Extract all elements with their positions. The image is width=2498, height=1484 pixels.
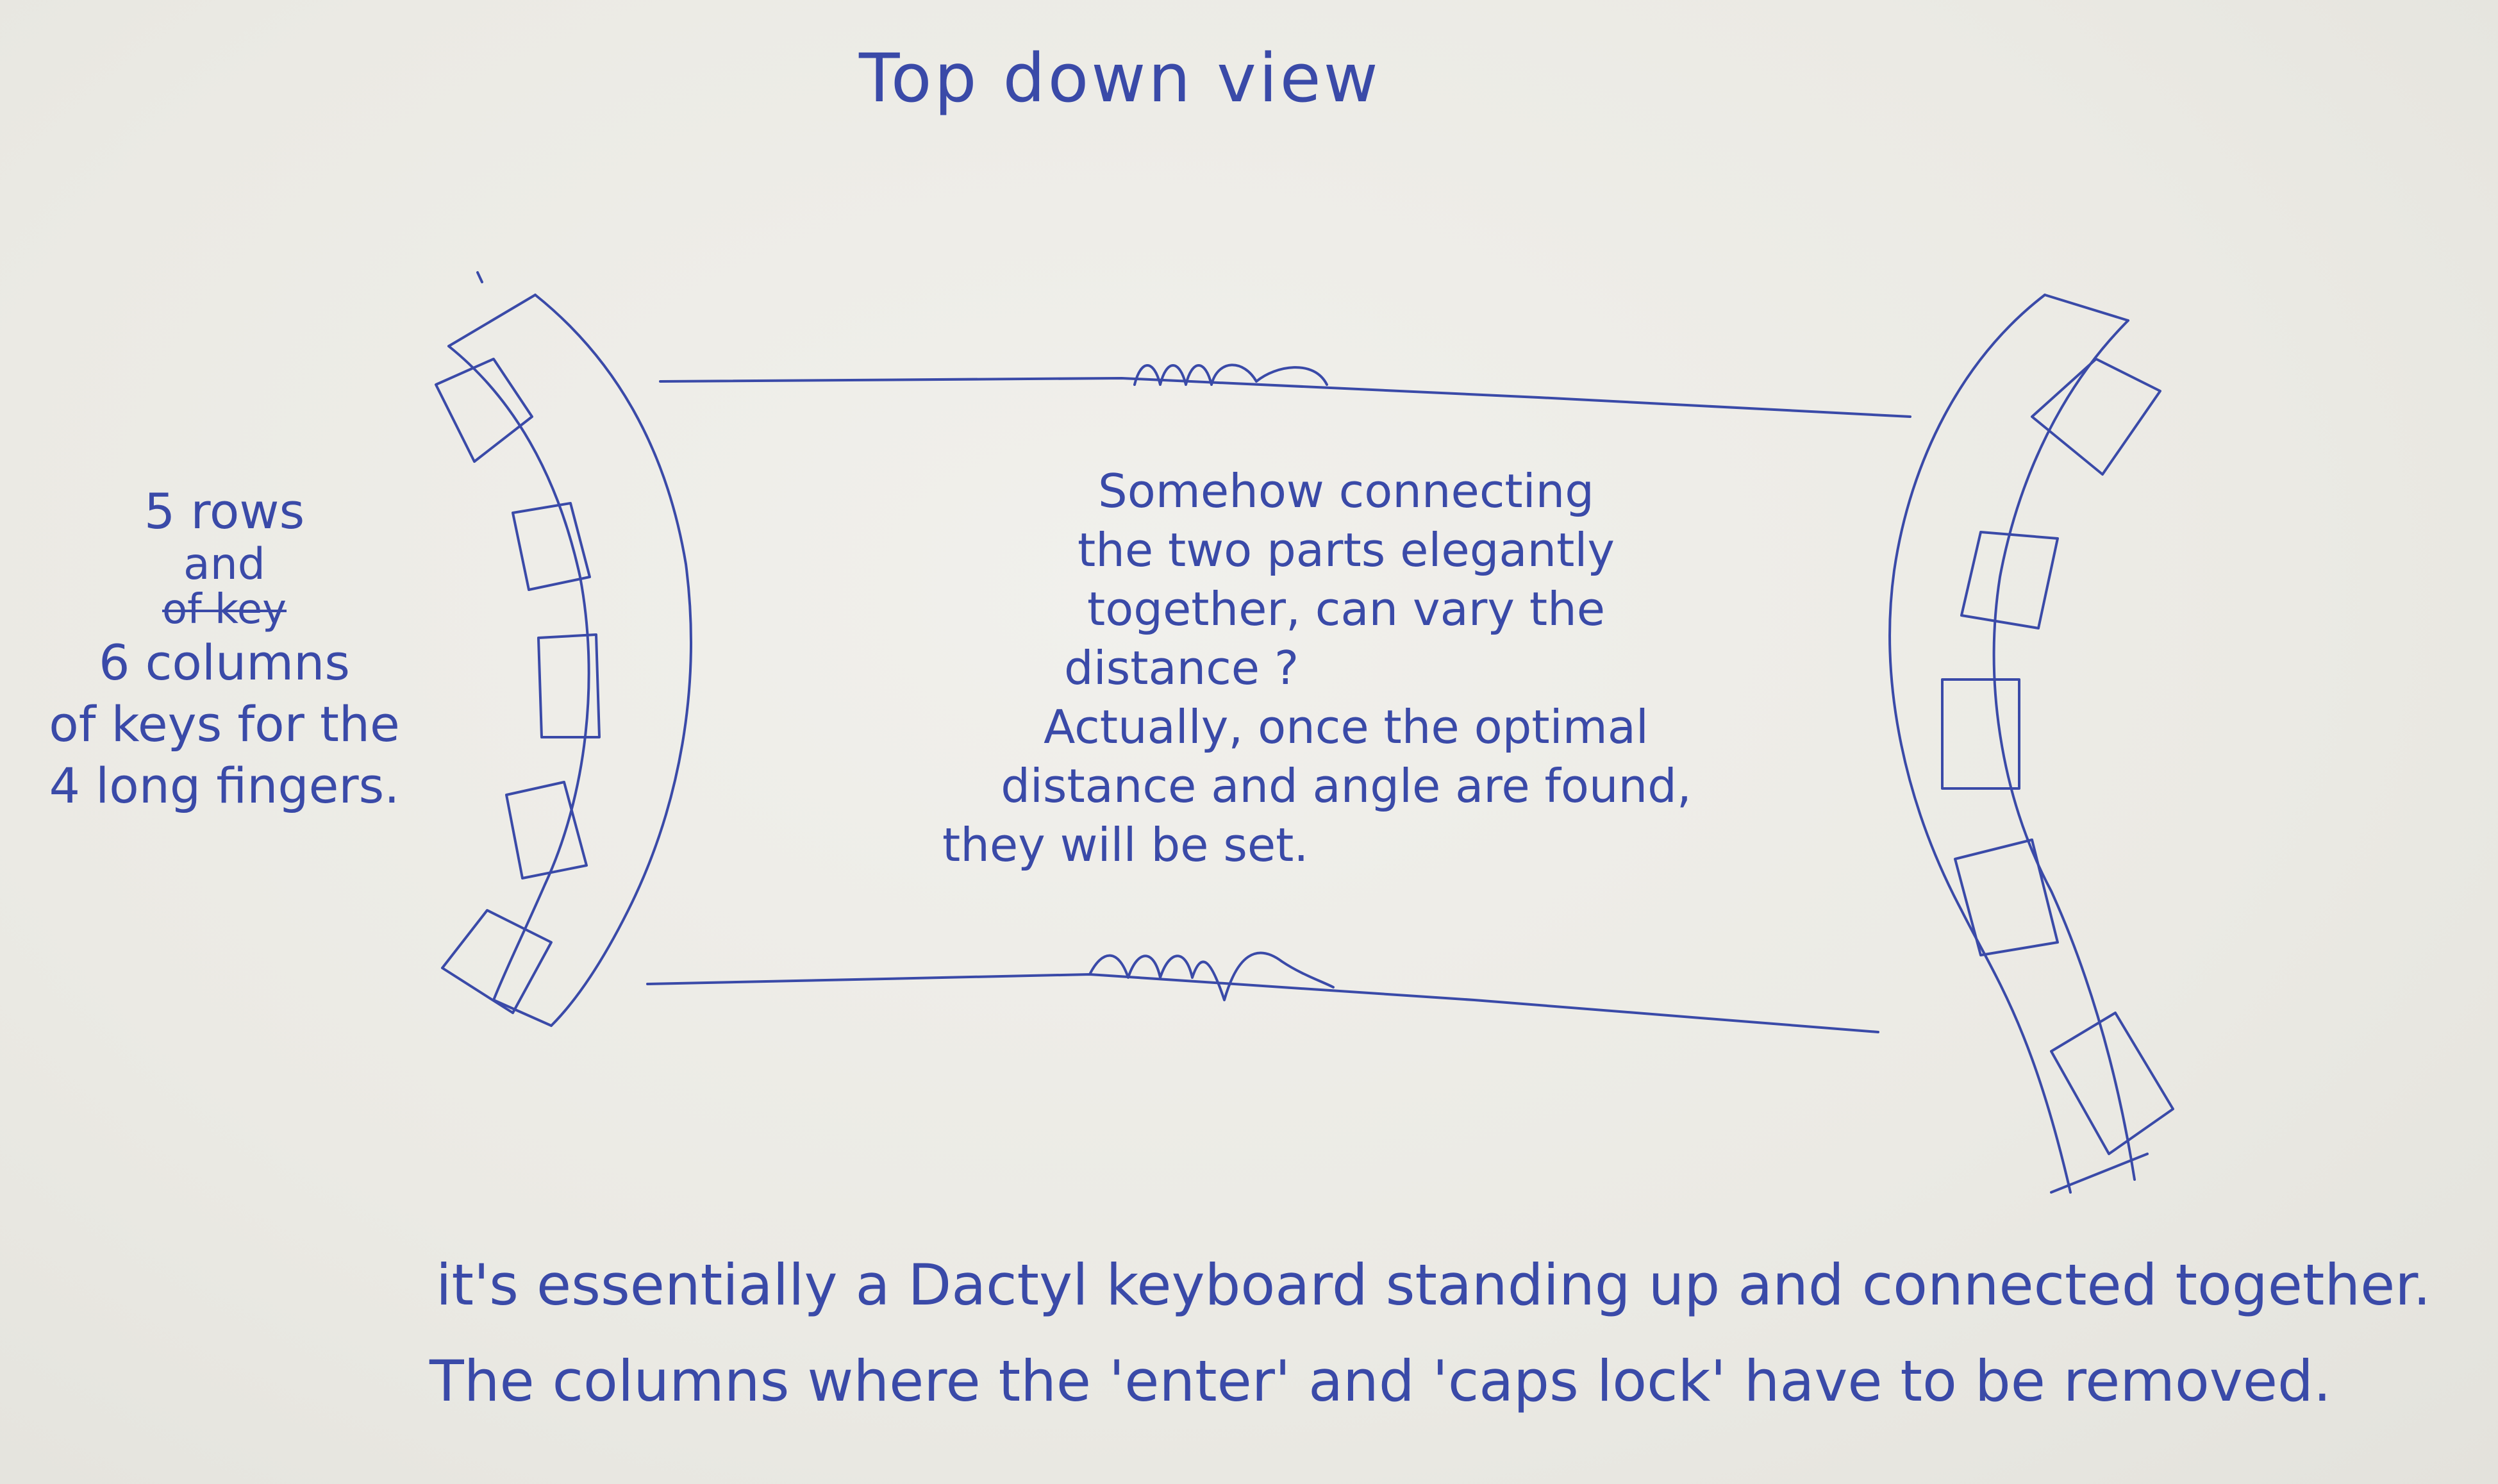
right-arc-inner	[1992, 319, 2136, 1181]
center-note-line-6: distance and angle are found,	[1001, 759, 1692, 813]
connector	[646, 363, 1911, 1033]
right-keyboard-half	[1888, 294, 2174, 1194]
left-key-1	[435, 358, 533, 463]
right-key-2	[1960, 531, 2059, 629]
connector-top-spring	[1133, 363, 1328, 386]
left-note-line-2: and	[183, 539, 265, 590]
page-title: Top down view	[859, 39, 1381, 117]
right-key-3	[1941, 678, 2020, 790]
right-key-1	[2031, 358, 2161, 476]
center-note-line-4: distance ?	[1064, 641, 1299, 695]
left-key-4	[505, 781, 588, 880]
connector-top-line	[659, 377, 1911, 418]
left-key-2	[512, 502, 591, 591]
left-note-line-5: of keys for the	[49, 696, 400, 753]
left-scribble	[476, 271, 483, 283]
bottom-note-line-1: it's essentially a Dactyl keyboard stand…	[436, 1252, 2431, 1318]
right-arc-bottom-cap	[2050, 1153, 2149, 1194]
left-note-line-1: 5 rows	[144, 483, 305, 540]
left-note-struck-line: of key	[162, 586, 287, 633]
center-note-line-2: the two parts elegantly	[1077, 523, 1615, 577]
left-arc-inner	[447, 345, 590, 1001]
connector-bottom-spring	[1088, 951, 1335, 1001]
center-note: Somehow connecting the two parts elegant…	[929, 462, 1763, 874]
left-arc-bottom-cap	[492, 999, 553, 1027]
right-key-4	[1954, 838, 2059, 956]
center-note-line-1: Somehow connecting	[1098, 464, 1594, 518]
connector-bottom-line	[646, 973, 1879, 1033]
center-note-line-5: Actually, once the optimal	[1044, 700, 1649, 754]
right-key-5	[2050, 1012, 2174, 1155]
center-note-line-3: together, can vary the	[1087, 582, 1606, 636]
bottom-note-line-2: The columns where the 'enter' and 'caps …	[429, 1348, 2331, 1414]
left-note-line-6: 4 long fingers.	[49, 757, 400, 814]
left-note-line-4: 6 columns	[99, 634, 350, 691]
right-arc-outer	[1888, 294, 2072, 1194]
bottom-note: it's essentially a Dactyl keyboard stand…	[429, 1237, 2431, 1430]
left-key-5	[441, 909, 553, 1014]
left-arc-top-cap	[447, 294, 537, 347]
left-keyboard-half	[435, 294, 692, 1027]
center-note-line-7: they will be set.	[942, 818, 1309, 872]
left-note: 5 rows and of key 6 columns of keys for …	[26, 481, 423, 817]
left-arc-outer	[534, 294, 692, 1027]
left-key-3	[537, 633, 601, 738]
right-arc-top-cap	[2044, 294, 2129, 322]
